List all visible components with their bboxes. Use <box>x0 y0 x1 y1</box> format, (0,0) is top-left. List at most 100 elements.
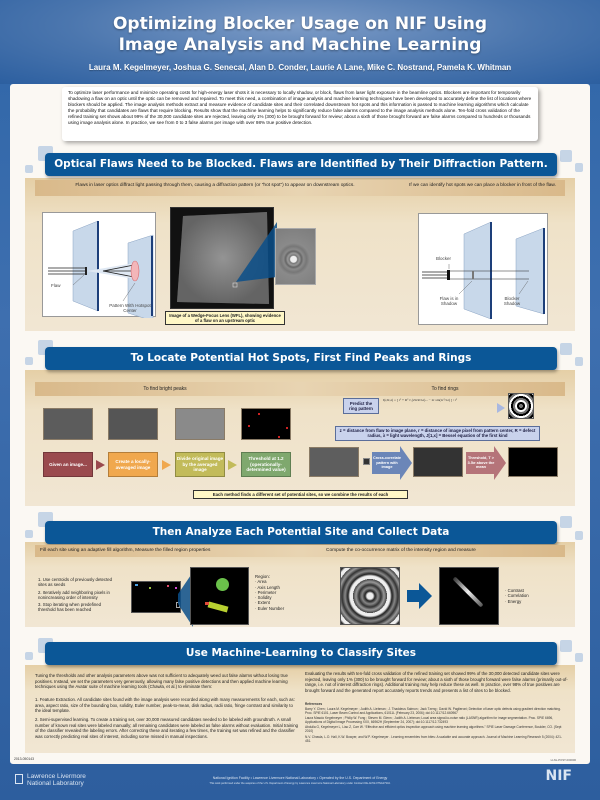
footer-credits: National Ignition Facility • Lawrence Li… <box>150 776 450 786</box>
cooc-heading: Compute the co-occurrence matrix of the … <box>326 548 476 553</box>
cooc-prop: · Correlation <box>505 593 529 599</box>
ml-results: Evaluating the results with ten-fold cro… <box>305 671 568 693</box>
section-ml-banner: Use Machine-Learning to Classify Sites <box>45 642 557 665</box>
region-title: Region: <box>255 574 270 579</box>
arrow-right-icon <box>497 403 505 413</box>
ml-feature-extraction: 1. Feature Extraction. All candidate sit… <box>35 697 295 713</box>
footer-credit-line: National Ignition Facility • Lawrence Li… <box>212 776 388 780</box>
llnl-logo-icon <box>15 774 23 784</box>
region-prop: · Perimeter <box>255 589 277 595</box>
llnl-line-1: Lawrence Livermore <box>27 773 86 780</box>
subhead-bar <box>35 180 565 196</box>
threshold-rings-label: Threshold, T > 3.5σ above the mean <box>467 456 495 470</box>
decorative-square <box>560 150 572 162</box>
blocker-diagram-graphic <box>422 221 545 320</box>
flaws-intro-text: Flaws in laser optics diffract light pas… <box>75 183 355 188</box>
ring-equation: I(r,R,z) = [ r² + R² J₁(2πrR/λz)... − 2r… <box>383 398 458 402</box>
flow-step-threshold: Threshold at 1.2 (operationally-determin… <box>241 452 291 477</box>
references-title: References <box>305 702 323 706</box>
blocker-diagram: Blocker Flaw is in Shadow Blocker Shadow <box>418 213 548 325</box>
region-prop: · Extent <box>255 600 270 606</box>
reference-item: N.V. Chawla, L.O. Hall, K.W. Bowyer, and… <box>305 734 562 743</box>
peaks-heading: To find bright peaks <box>143 386 187 392</box>
intensity-region-image <box>340 567 400 625</box>
region-prop: · Area <box>255 579 267 585</box>
diffraction-diagram: Flaw Pattern With Hotspot Center <box>42 212 156 322</box>
ring-threshold-image <box>508 447 558 477</box>
arrow-right-icon <box>407 583 432 609</box>
reference-item: Laura Mascio Kegelmeyer ; Philip W. Fong… <box>305 716 554 725</box>
region-prop: · Solidity <box>255 595 272 601</box>
poster-header: Optimizing Blocker Usage on NIF Using Im… <box>0 0 600 84</box>
variables-legend: z = distance from flaw to image plane, r… <box>335 426 540 441</box>
flow-step-given-image: Given an image... <box>43 452 93 477</box>
correlated-image <box>413 447 463 477</box>
section-ml-bg <box>25 665 575 753</box>
cooc-prop: · Contrast <box>505 588 524 593</box>
threshold-image-thumb <box>241 408 291 440</box>
arrow-right-icon <box>96 460 105 470</box>
footer-contract-line: This work performed under the auspices o… <box>209 782 391 785</box>
fill-step: 1. Use centroids of previously detected … <box>38 577 113 588</box>
region-prop: · Axis Length <box>255 584 280 590</box>
llnl-line-2: National Laboratory <box>27 780 84 787</box>
fill-steps-list: 1. Use centroids of previously detected … <box>38 577 113 613</box>
flaw-shadow-label: Flaw is in Shadow <box>439 296 459 307</box>
fill-heading: Fill each site using an adaptive fill al… <box>40 548 211 553</box>
predicted-ring-image <box>508 393 534 419</box>
seed-image <box>131 581 181 613</box>
section-peaks-banner: To Locate Potential Hot Spots, First Fin… <box>45 347 557 370</box>
cooccurrence-matrix-image <box>439 567 499 625</box>
zoom-cone <box>178 572 193 627</box>
decorative-square <box>575 653 583 662</box>
predict-ring-box: Predict the ring pattern <box>343 398 379 414</box>
section-flaws-banner: Optical Flaws Need to be Blocked. Flaws … <box>45 153 557 176</box>
document-id-right: LLNL-POST-000000 <box>550 758 576 762</box>
averaged-image-thumb <box>108 408 158 440</box>
reference-item: Barry Y. Chen ; Laura M. Kegelmeyer ; Ju… <box>305 707 561 716</box>
diffraction-diagram-graphic <box>48 220 154 322</box>
hotspot-zoom-image <box>275 228 316 285</box>
fill-step: 3. Stop iterating when predefined thresh… <box>38 602 102 613</box>
blocker-shadow-label: Blocker Shadow <box>503 296 521 307</box>
region-props-list: Region: · Area · Axis Length · Perimeter… <box>255 574 300 611</box>
blocker-label: Blocker <box>436 256 452 261</box>
rings-heading: To find rings <box>431 386 459 392</box>
original-image-thumb <box>43 408 93 440</box>
arrow-right-icon <box>228 460 237 470</box>
references-list: Barry Y. Chen ; Laura M. Kegelmeyer ; Ju… <box>305 707 565 743</box>
section-analyze-banner: Then Analyze Each Potential Site and Col… <box>45 521 557 544</box>
decorative-square <box>25 530 33 538</box>
authors: Laura M. Kegelmeyer, Joshua G. Senecal, … <box>88 63 512 72</box>
wfl-image <box>170 207 274 309</box>
poster-title: Optimizing Blocker Usage on NIF Using Im… <box>0 0 600 56</box>
llnl-logo-text: Lawrence Livermore National Laboratory <box>27 773 86 787</box>
reference-item: Abdulla G, Kegelmeyer L, Liao Z, Carr W.… <box>305 725 562 734</box>
wfl-caption: Image of a Wedge-Focus Lens (WFL), showi… <box>165 311 285 326</box>
subhead-bar <box>35 545 565 557</box>
ring-input-image <box>309 447 359 477</box>
decorative-square <box>560 640 572 652</box>
decorative-square <box>25 165 33 173</box>
flaw-label: Flaw <box>51 283 61 288</box>
convolve-icon <box>363 458 370 465</box>
decorative-square <box>575 357 583 366</box>
decorative-square <box>560 343 572 355</box>
flow-step-averaged: Create a locally-averaged image <box>108 452 158 477</box>
nif-logo: NIF <box>545 768 573 784</box>
subhead-bar <box>35 382 565 396</box>
decorative-square <box>25 652 33 660</box>
cooc-prop: · Energy <box>505 598 522 604</box>
wfl-lens-graphic <box>177 212 269 304</box>
ml-semi-supervised: 2. Semi-supervised learning. To create a… <box>35 717 298 739</box>
fill-step: 2. Iteratively add neighboring pixels in… <box>38 589 110 600</box>
zoom-cone <box>236 222 277 282</box>
filled-region-image <box>190 567 249 625</box>
combine-caption: Each method finds a different set of pot… <box>193 490 408 500</box>
ml-intro: Tuning the thresholds and other analysis… <box>35 673 288 689</box>
decorative-square <box>25 357 33 365</box>
region-prop: · Euler Number <box>255 605 285 611</box>
cross-correlate-arrow <box>372 446 412 480</box>
divided-image-thumb <box>175 408 225 440</box>
decorative-square <box>560 516 572 528</box>
